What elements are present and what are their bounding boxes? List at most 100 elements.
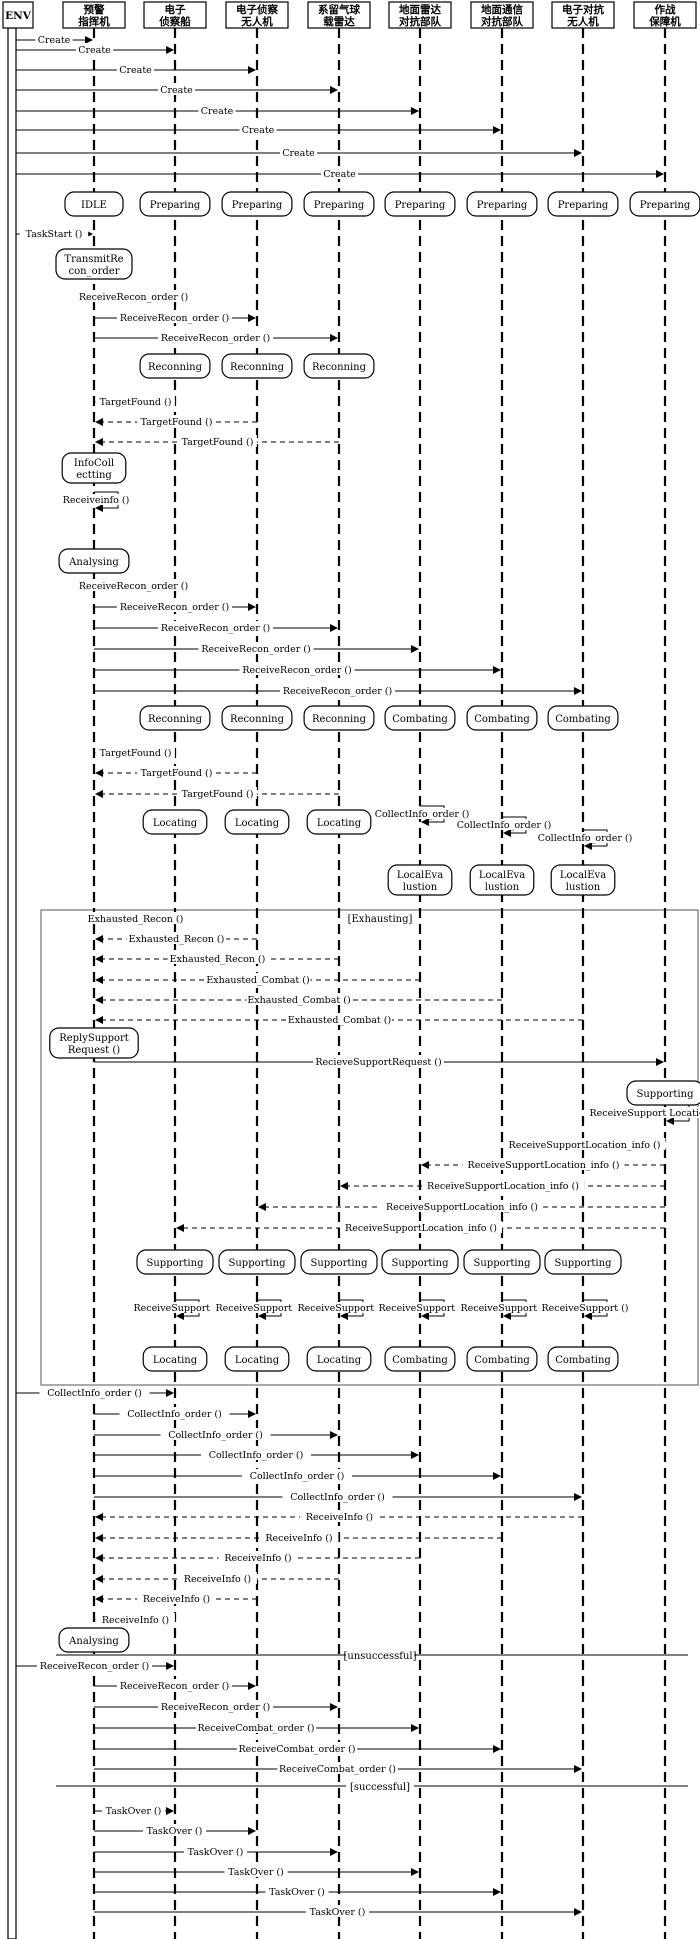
- message-arrow: Create: [16, 83, 338, 96]
- message-arrow: Create: [16, 104, 419, 117]
- state-label: Reconning: [230, 362, 285, 373]
- state-box: Analysing: [58, 1627, 130, 1653]
- state-label: Supporting: [474, 1258, 532, 1269]
- message-arrow: Exhausted_Combat (): [95, 1013, 583, 1026]
- self-message: Receiveinfo (): [57, 491, 135, 512]
- message-label: Create: [201, 106, 234, 117]
- message-label: Create: [119, 65, 152, 76]
- message-label: ReceiveRecon_order (): [40, 1661, 149, 1672]
- state-label: Supporting: [147, 1258, 205, 1269]
- state-box: Locating: [224, 809, 290, 835]
- actor-name-line-2: 对抗部队: [481, 15, 523, 28]
- actor-name-line-2: 无人机: [240, 15, 273, 28]
- actor-name-line-1: 系留气球: [318, 3, 360, 16]
- message-arrow: Create: [16, 33, 93, 46]
- state-label: Combating: [474, 1355, 530, 1366]
- self-message: ReceiveSupport (): [375, 1299, 469, 1320]
- message-arrow: ReceiveCombat_order (): [94, 1762, 582, 1775]
- message-arrow: TaskStart (): [16, 227, 93, 240]
- message-arrow: ReceiveSupportLocation_info (): [421, 1158, 665, 1171]
- message-arrow: ReceiveRecon_order (): [94, 1679, 256, 1692]
- alt-divider-1: [successful]: [56, 1779, 688, 1793]
- state-label: Reconning: [312, 714, 367, 725]
- state-label: Combating: [392, 1355, 448, 1366]
- message-arrow: CollectInfo_order (): [94, 1490, 582, 1503]
- actor-header-env: ENV: [2, 1, 34, 29]
- actor-name-line-2: 指挥机: [78, 15, 110, 28]
- state-label: Combating: [555, 1355, 611, 1366]
- actor-name-line-2: 对抗部队: [399, 15, 441, 28]
- state-box: Preparing: [303, 191, 375, 217]
- message-label: ReceiveInfo (): [265, 1533, 332, 1544]
- message-arrow: ReceiveInfo (): [95, 1531, 502, 1544]
- message-arrow: ReceiveInfo (): [95, 1592, 257, 1605]
- message-label: ReceiveRecon_order (): [161, 333, 270, 344]
- message-arrow: TaskOver (): [94, 1804, 174, 1817]
- message-arrow: ReceiveSupportLocation_info (): [176, 1221, 665, 1234]
- message-label: ReceiveRecon_order (): [120, 602, 229, 613]
- message-label: Create: [38, 35, 71, 46]
- message-arrow: TaskOver (): [94, 1865, 419, 1878]
- message-label: TaskOver (): [188, 1847, 244, 1858]
- actor-name-line-1: 预警: [84, 3, 105, 16]
- state-label: Supporting: [637, 1089, 695, 1100]
- message-arrow: TargetFound (): [95, 787, 339, 800]
- state-box: Combating: [466, 1346, 538, 1372]
- message-label: Exhausted_Recon (): [88, 914, 184, 925]
- state-label: Preparing: [558, 200, 609, 211]
- message-label: Create: [160, 85, 193, 96]
- self-message: CollectInfo_order (): [368, 805, 476, 826]
- actor-name: ENV: [5, 10, 32, 22]
- state-box: Locating: [306, 809, 372, 835]
- message-arrow: Exhausted_Combat (): [95, 973, 420, 986]
- self-message-label: CollectInfo_order (): [538, 833, 633, 844]
- state-label: Supporting: [392, 1258, 450, 1269]
- state-label: Preparing: [640, 200, 691, 211]
- message-arrow: ReceiveInfo (): [95, 1613, 175, 1626]
- state-label: IDLE: [81, 200, 107, 211]
- message-arrow: ReceiveInfo (): [95, 1510, 583, 1523]
- message-arrow: Create: [16, 43, 174, 56]
- state-box: Locating: [142, 1346, 208, 1372]
- state-label: Supporting: [555, 1258, 613, 1269]
- message-label: ReceiveRecon_order (): [79, 292, 188, 303]
- actor-name-line-1: 地面通信: [481, 3, 523, 16]
- state-box: Supporting: [626, 1080, 700, 1106]
- self-message-label: ReceiveSupport (): [541, 1303, 628, 1314]
- state-label-line-2: lustion: [485, 882, 520, 893]
- message-label: ReceiveSupportLocation_info (): [345, 1223, 497, 1234]
- message-arrow: Create: [16, 167, 664, 180]
- message-label: TaskOver (): [228, 1867, 284, 1878]
- message-label: ReceiveInfo (): [143, 1594, 210, 1605]
- message-label: ReceiveCombat_order (): [239, 1744, 356, 1755]
- message-label: ReceiveRecon_order (): [161, 623, 270, 634]
- message-label: Create: [282, 148, 315, 159]
- message-arrow: TargetFound (): [95, 766, 257, 779]
- message-label: TaskOver (): [269, 1887, 325, 1898]
- message-arrow: RecieveSupportRequest (): [94, 1055, 664, 1068]
- state-label: Locating: [235, 1355, 280, 1366]
- alt-divider-label: [unsuccessful]: [344, 1651, 417, 1662]
- state-label: Reconning: [148, 714, 203, 725]
- message-arrow: TaskOver (): [94, 1905, 582, 1918]
- state-box: Reconning: [303, 705, 375, 731]
- state-label: Supporting: [311, 1258, 369, 1269]
- state-label: Reconning: [148, 362, 203, 373]
- message-label: ReceiveInfo (): [184, 1574, 251, 1585]
- message-label: ReceiveRecon_order (): [120, 1681, 229, 1692]
- actor-name-line-1: 电子侦察: [236, 3, 278, 16]
- state-box: Combating: [466, 705, 538, 731]
- message-arrow: Exhausted_Recon (): [95, 932, 257, 945]
- message-label: CollectInfo_order (): [290, 1492, 385, 1503]
- state-label: Analysing: [68, 557, 119, 568]
- self-message: CollectInfo_order (): [531, 829, 639, 850]
- message-label: ReceiveRecon_order (): [201, 644, 310, 655]
- message-arrow: TargetFound (): [95, 395, 175, 408]
- message-arrow: Create: [16, 123, 501, 136]
- state-label: Combating: [474, 714, 530, 725]
- alt-divider-label: [successful]: [350, 1782, 410, 1793]
